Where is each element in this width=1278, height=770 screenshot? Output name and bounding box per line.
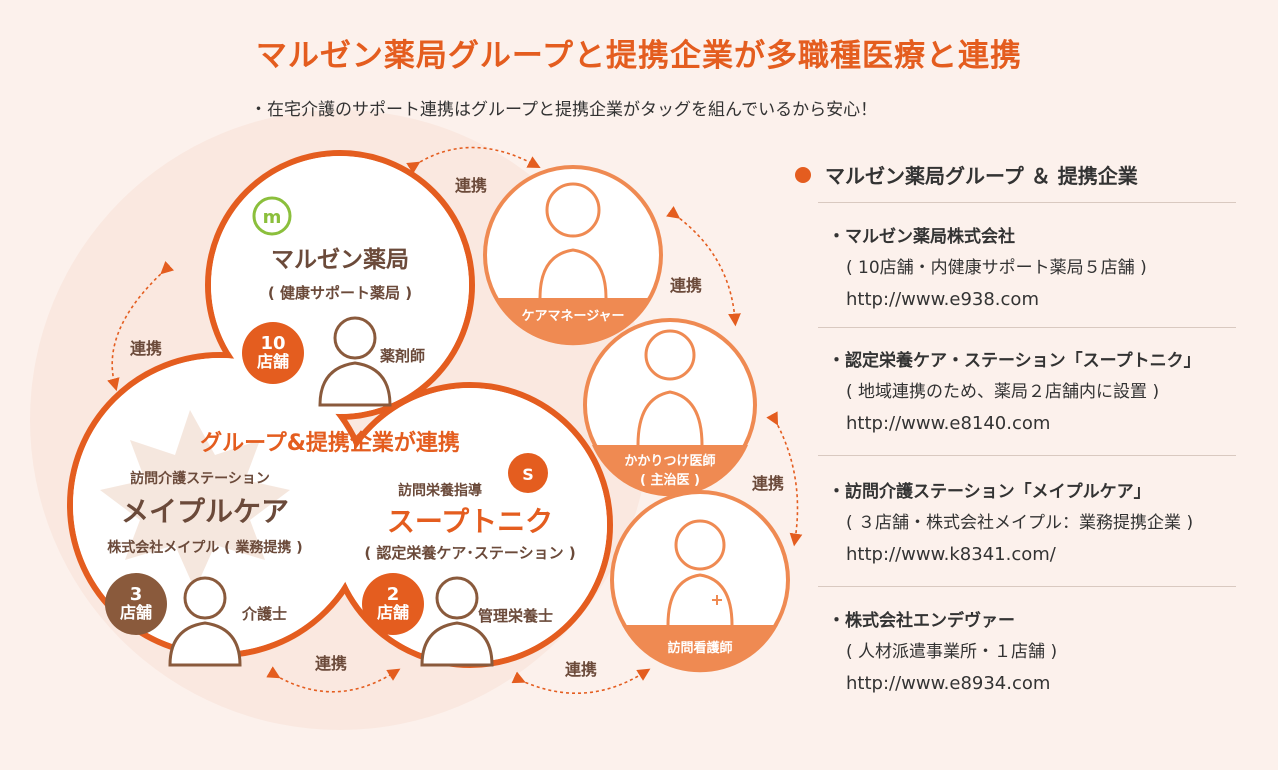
care-manager-circle [483,165,663,346]
caregiver-label: 介護士 [242,605,288,623]
sidebar-item: ・マルゼン薬局株式会社 ( 10店舗・内健康サポート薬局５店舗 ) http:/… [828,222,1147,315]
soup-sub: ( 認定栄養ケア･ステーション ) [364,544,576,562]
pharmacy-sub: ( 健康サポート薬局 ) [267,284,413,302]
nurse-circle [610,490,790,673]
nutritionist-label: 管理栄養士 [478,607,554,625]
company-name: ・認定栄養ケア・ステーション「スープトニク」 [828,351,1201,371]
maple-store-badge: 3 店舗 [105,573,167,635]
divider [818,455,1236,456]
divider [818,202,1236,203]
svg-text:S: S [522,465,534,484]
sidebar-item: ・訪問介護ステーション「メイプルケア」 ( ３店舗・株式会社メイプル：業務提携企… [828,477,1193,570]
company-sub: ( ３店舗・株式会社メイプル：業務提携企業 ) [846,513,1194,533]
nutritionist-figure [420,576,494,667]
badge-unit: 店舗 [256,352,289,372]
pharmacist-figure [318,316,392,407]
renkei-label: 連携 [752,474,785,493]
sidebar-heading-text: マルゼン薬局グループ ＆ 提携企業 [825,164,1138,188]
soup-small: 訪問栄養指導 [398,483,482,499]
pharmacist-label: 薬剤師 [380,347,426,365]
soup-name: スープトニク [386,505,554,538]
maruzen-logo-icon: m [252,196,292,236]
company-name: ・マルゼン薬局株式会社 [828,227,1015,247]
maple-leaf-watermark [100,410,290,590]
sidebar-item: ・株式会社エンデヴァー ( 人材派遣事業所・１店舗 ) http://www.e… [828,606,1057,699]
bullet-dot-icon [795,166,811,183]
maple-name: メイプルケア [120,495,289,528]
soup-bowl-icon: S [508,453,548,493]
badge-number: 3 [129,584,143,606]
renkei-label: 連携 [315,654,348,673]
badge-number: 10 [260,333,286,355]
maple-sub: 株式会社メイプル ( 業務提携 ) [107,540,303,556]
company-sub: ( 人材派遣事業所・１店舗 ) [846,642,1058,662]
sidebar-item: ・認定栄養ケア・ステーション「スープトニク」 ( 地域連携のため、薬局２店舗内に… [828,346,1201,439]
company-sub: ( 地域連携のため、薬局２店舗内に設置 ) [846,382,1160,402]
nurse-label: 訪問看護師 [667,641,733,656]
divider [818,327,1236,328]
group-heading: グループ&提携企業が連携 [200,431,460,456]
svg-text:m: m [263,207,282,228]
company-url[interactable]: http://www.k8341.com/ [846,544,1056,565]
company-name: ・訪問介護ステーション「メイプルケア」 [828,482,1151,502]
sidebar-heading: マルゼン薬局グループ ＆ 提携企業 [795,160,1138,189]
pharmacy-name: マルゼン薬局 [271,247,409,273]
company-name: ・株式会社エンデヴァー [828,611,1015,631]
company-url[interactable]: http://www.e8140.com [846,413,1051,434]
renkei-label: 連携 [565,660,598,679]
care-manager-label: ケアマネージャー [521,309,625,324]
doctor-label: かかりつけ医師 [624,454,716,469]
renkei-arrows [107,146,803,694]
renkei-label: 連携 [455,176,488,195]
badge-unit: 店舗 [119,603,152,623]
renkei-label: 連携 [670,276,703,295]
renkei-label: 連携 [130,339,163,358]
page-title: マルゼン薬局グループと提携企業が多職種医療と連携 [255,38,1023,74]
pharmacy-store-badge: 10 店舗 [242,322,304,384]
badge-number: 2 [386,584,400,606]
doctor-circle [583,318,757,497]
divider [818,586,1236,587]
maple-small: 訪問介護ステーション [130,471,270,487]
doctor-sub-label: ( 主治医 ) [640,473,700,488]
company-url[interactable]: http://www.e938.com [846,289,1039,310]
caregiver-figure [168,576,242,667]
page-subtitle: ・在宅介護のサポート連携はグループと提携企業がタッグを組んでいるから安心！ [250,100,878,120]
badge-unit: 店舗 [376,603,409,623]
company-url[interactable]: http://www.e8934.com [846,673,1051,694]
company-sub: ( 10店舗・内健康サポート薬局５店舗 ) [846,258,1147,278]
soup-store-badge: 2 店舗 [362,573,424,635]
